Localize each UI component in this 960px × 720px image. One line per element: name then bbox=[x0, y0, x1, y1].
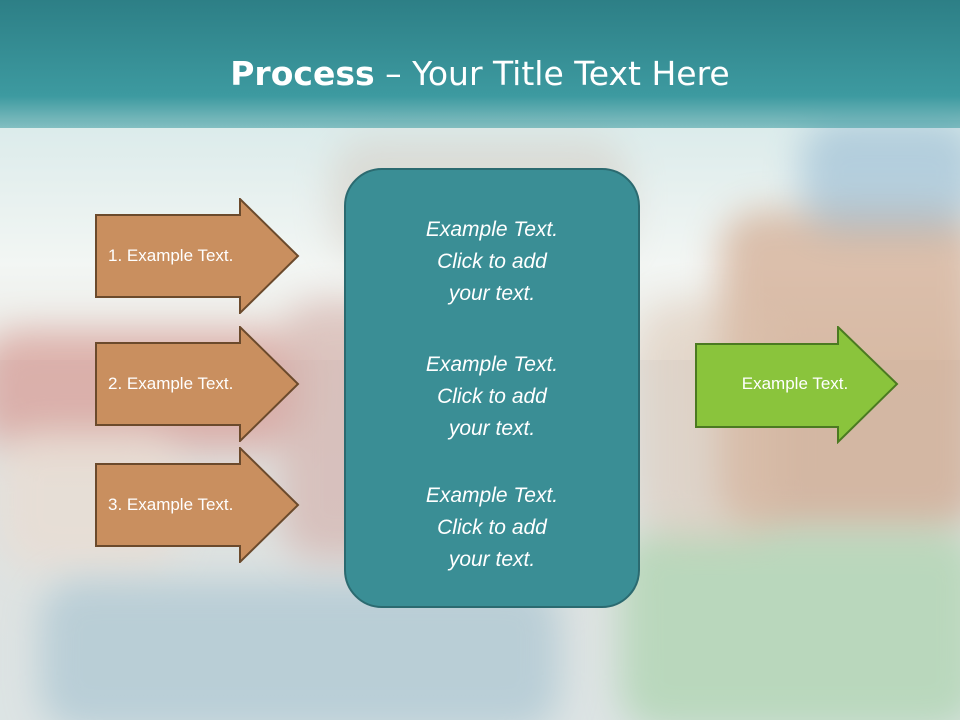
center-text-1-line-1: Example Text. bbox=[425, 218, 559, 241]
center-text-2-line-2: Click to add bbox=[437, 385, 547, 408]
center-text-3-line-1: Example Text. bbox=[425, 484, 559, 507]
step-arrow-3[interactable]: 3. Example Text. bbox=[95, 447, 300, 563]
center-text-2[interactable]: Example Text. Click to add your text. bbox=[346, 349, 638, 445]
center-text-3[interactable]: Example Text. Click to add your text. bbox=[346, 480, 638, 576]
center-text-3-line-3: your text. bbox=[448, 548, 536, 571]
result-arrow-label: Example Text. bbox=[741, 374, 849, 393]
result-arrow[interactable]: Example Text. bbox=[695, 326, 900, 444]
step-arrow-1-label: 1. Example Text. bbox=[108, 246, 234, 265]
step-arrow-1[interactable]: 1. Example Text. bbox=[95, 198, 300, 314]
step-arrow-3-label: 3. Example Text. bbox=[108, 495, 234, 514]
center-text-3-line-2: Click to add bbox=[437, 516, 547, 539]
title-rest: – Your Title Text Here bbox=[374, 54, 730, 93]
step-arrow-2-label: 2. Example Text. bbox=[108, 374, 234, 393]
title-bold: Process bbox=[230, 54, 375, 93]
center-text-2-line-1: Example Text. bbox=[425, 353, 559, 376]
step-arrow-2[interactable]: 2. Example Text. bbox=[95, 326, 300, 442]
center-content-box[interactable]: Example Text. Click to add your text. Ex… bbox=[344, 168, 640, 608]
center-text-1-line-3: your text. bbox=[448, 282, 536, 305]
center-text-1[interactable]: Example Text. Click to add your text. bbox=[346, 214, 638, 310]
center-text-2-line-3: your text. bbox=[448, 417, 536, 440]
slide-title[interactable]: Process – Your Title Text Here bbox=[0, 52, 960, 96]
title-bar bbox=[0, 0, 960, 128]
center-text-1-line-2: Click to add bbox=[437, 250, 547, 273]
